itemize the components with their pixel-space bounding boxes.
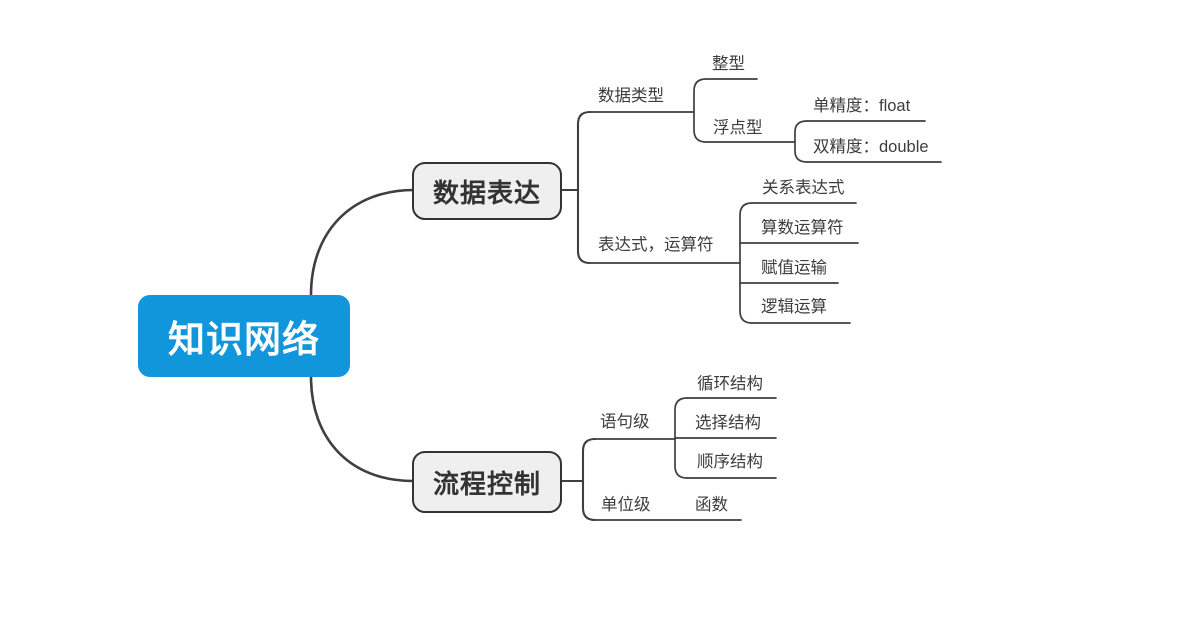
branch-node-flow-control[interactable]: 流程控制 — [412, 451, 562, 513]
topic-integer[interactable]: 整型 — [712, 55, 745, 73]
root-node-knowledge-network[interactable]: 知识网络 — [138, 295, 350, 377]
topic-select-structure[interactable]: 选择结构 — [695, 414, 761, 432]
topic-assignment[interactable]: 赋值运输 — [761, 259, 827, 277]
root-node-label: 知识网络 — [168, 319, 320, 360]
topic-double-precision-double[interactable]: 双精度：double — [813, 138, 929, 156]
topic-unit-level[interactable]: 单位级 — [601, 496, 651, 514]
topic-expression-operators[interactable]: 表达式，运算符 — [598, 236, 714, 254]
bracket-data-branch-children — [576, 110, 592, 265]
topic-arithmetic-operators[interactable]: 算数运算符 — [761, 219, 844, 237]
topic-logical-operation[interactable]: 逻辑运算 — [761, 298, 827, 316]
branch-node-flow-control-label: 流程控制 — [432, 468, 541, 499]
topic-float-type[interactable]: 浮点型 — [713, 119, 763, 137]
topic-statement-level[interactable]: 语句级 — [600, 413, 650, 431]
branch-node-data-expression-label: 数据表达 — [432, 177, 541, 208]
topic-function[interactable]: 函数 — [695, 496, 728, 514]
bracket-expression-children — [739, 202, 753, 324]
branch-node-data-expression[interactable]: 数据表达 — [412, 162, 562, 220]
bracket-flow-branch-children — [581, 437, 597, 522]
topic-loop-structure[interactable]: 循环结构 — [697, 375, 763, 393]
topic-data-type[interactable]: 数据类型 — [598, 87, 664, 105]
topic-sequence-structure[interactable]: 顺序结构 — [697, 453, 763, 471]
edge-root-to-flow-branch — [309, 375, 415, 483]
bracket-float-children — [794, 120, 808, 163]
topic-single-precision-float[interactable]: 单精度：float — [813, 97, 911, 115]
topic-relational-expression[interactable]: 关系表达式 — [762, 179, 845, 197]
bracket-data-type-children — [693, 78, 707, 143]
edge-root-to-data-branch — [309, 188, 416, 297]
